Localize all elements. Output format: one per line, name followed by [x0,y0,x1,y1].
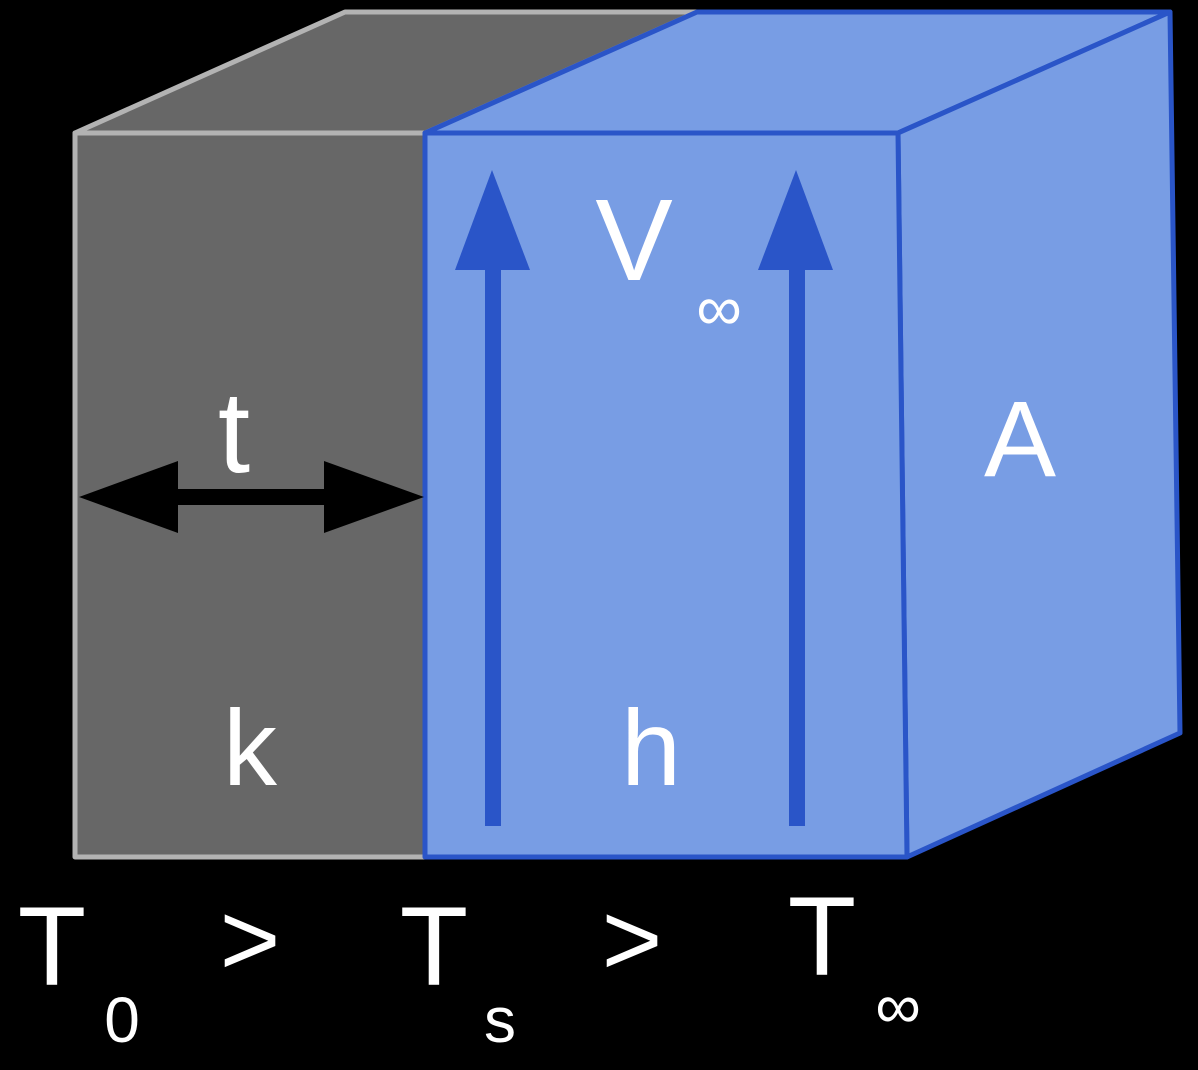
area-label: A [984,378,1056,499]
temperature-ambient-symbol: T [788,874,856,999]
up-arrow-icon [758,170,833,270]
flow-arrow-right [758,170,833,826]
up-arrow-icon [455,170,530,270]
temperature-relation: T 0 > T s > T ∞ [18,874,921,1056]
temperature-surface-subscript: s [484,984,516,1056]
temperature-ambient-subscript: ∞ [875,970,921,1042]
comparator-first: > [220,882,281,998]
thickness-arrow-right-head [324,461,424,533]
flow-arrow-left [455,170,530,826]
fluid-region [422,9,1183,860]
conductivity-label: k [223,687,278,808]
fluid-front-face [422,130,910,860]
temperature-base-subscript: 0 [104,984,140,1056]
velocity-label: V [595,175,672,305]
flow-arrow-left-shaft [485,262,501,826]
velocity-subscript: ∞ [696,272,742,344]
comparator-second: > [602,882,663,998]
double-headed-arrow-icon [79,461,424,533]
temperature-base-symbol: T [18,884,86,1009]
flow-arrow-right-shaft [789,262,805,826]
convection-coefficient-label: h [621,687,681,808]
temperature-surface-symbol: T [400,884,468,1009]
thickness-arrow-shaft [172,489,330,505]
thickness-arrow-left-head [79,461,178,533]
thickness-label: t [218,367,250,497]
